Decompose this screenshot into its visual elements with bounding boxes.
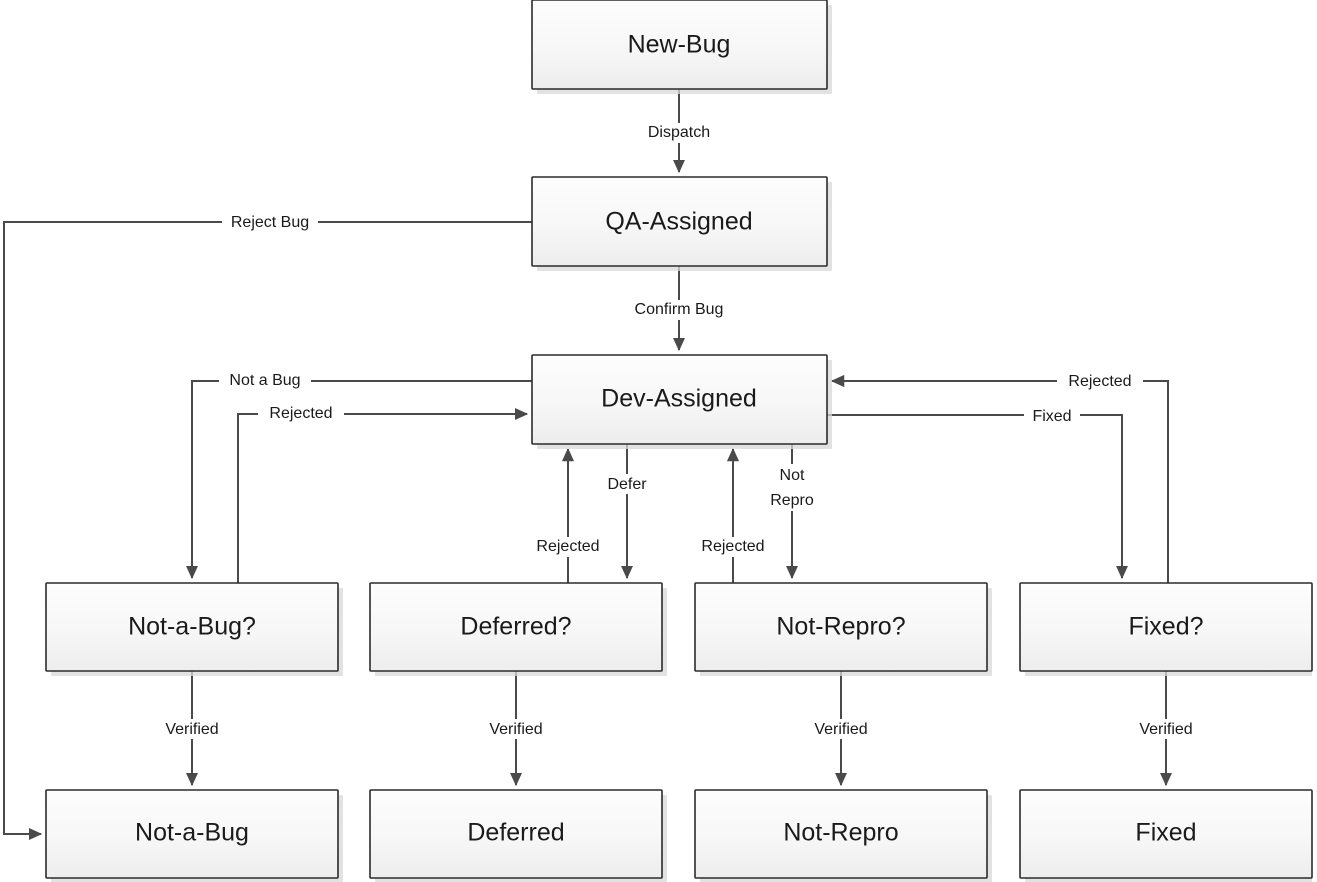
edge-label-verified-fixed: Verified [1139,721,1192,738]
edge-label-rejected-fixed: Rejected [1068,373,1131,390]
nodes-layer: New-Bug QA-Assigned Dev-Assigned Not-a-B… [45,0,1313,882]
edge-label-verified-not-repro: Verified [814,721,867,738]
node-label-fixed-question: Fixed? [1128,613,1203,641]
edge-labels-layer: Dispatch Reject Bug Confirm Bug Not a Bu… [155,123,1203,739]
node-label-deferred: Deferred [467,819,564,847]
node-deferred-question[interactable]: Deferred? [369,582,667,676]
edge-fixed [827,414,1129,580]
node-label-fixed: Fixed [1135,819,1196,847]
edge-not-a-bug [185,380,532,580]
node-dev-assigned[interactable]: Dev-Assigned [531,354,832,449]
edge-reject-bug [3,221,532,841]
edge-label-fixed: Fixed [1032,408,1071,425]
edge-label-defer: Defer [607,476,647,493]
edge-label-verified-not-a-bug: Verified [165,721,218,738]
node-label-new-bug: New-Bug [628,31,731,59]
node-not-repro-question[interactable]: Not-Repro? [694,582,992,676]
edge-label-dispatch: Dispatch [648,124,710,141]
node-fixed[interactable]: Fixed [1019,789,1313,882]
node-not-a-bug[interactable]: Not-a-Bug [45,789,343,882]
node-label-not-a-bug: Not-a-Bug [135,819,249,847]
node-label-dev-assigned: Dev-Assigned [601,385,757,413]
node-deferred[interactable]: Deferred [369,789,667,882]
node-new-bug[interactable]: New-Bug [531,0,832,94]
edge-label-rejected-not-a-bug: Rejected [269,405,332,422]
node-not-a-bug-question[interactable]: Not-a-Bug? [45,582,343,676]
node-fixed-question[interactable]: Fixed? [1019,582,1313,676]
node-label-not-a-bug-question: Not-a-Bug? [128,613,256,641]
node-label-qa-assigned: QA-Assigned [605,208,752,236]
edge-label-verified-deferred: Verified [489,721,542,738]
node-label-deferred-question: Deferred? [460,613,571,641]
node-qa-assigned[interactable]: QA-Assigned [531,176,832,271]
edge-label-not-repro-line1: Not [780,467,805,484]
node-label-not-repro-question: Not-Repro? [776,613,905,641]
edge-label-reject-bug: Reject Bug [231,214,309,231]
node-label-not-repro: Not-Repro [783,819,898,847]
edge-label-rejected-deferred: Rejected [536,538,599,555]
edge-label-confirm-bug: Confirm Bug [635,301,724,318]
edge-rejected-fixed [830,374,1169,583]
edge-label-not-a-bug: Not a Bug [229,372,300,389]
node-not-repro[interactable]: Not-Repro [694,789,992,882]
edge-label-rejected-not-repro: Rejected [701,538,764,555]
edge-label-not-repro-line2: Repro [770,492,814,509]
edge-rejected-not-a-bug [237,407,529,583]
